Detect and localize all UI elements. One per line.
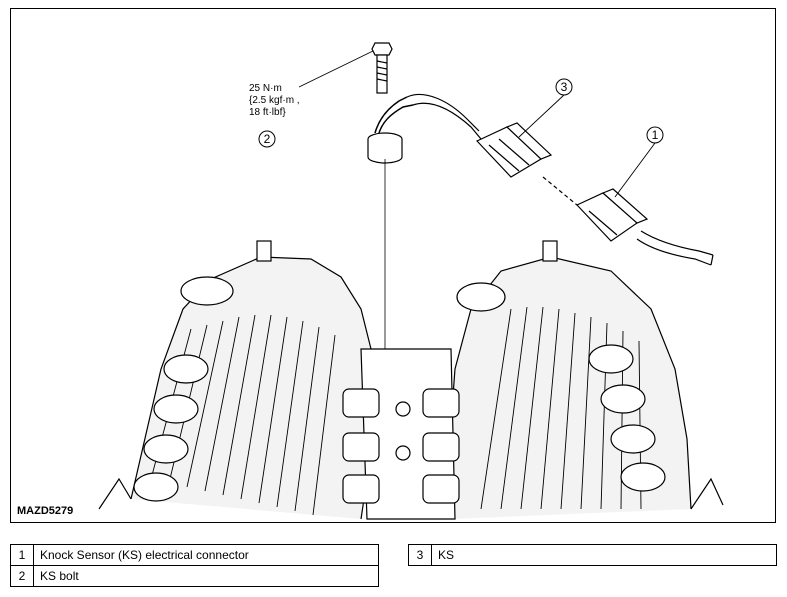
legend-row: 1 Knock Sensor (KS) electrical connector <box>10 544 379 566</box>
callout-3-label: 3 <box>561 80 568 94</box>
torque-ftlbf: 18 ft·lbf} <box>249 107 286 118</box>
torque-kgfm: {2.5 kgf·m , <box>249 95 300 106</box>
callout-2-label: 2 <box>264 132 271 146</box>
legend-table-right: 3 KS <box>408 544 777 566</box>
callout-1-label: 1 <box>652 128 659 142</box>
legend-number: 1 <box>10 544 34 566</box>
ks-bolt <box>371 42 393 94</box>
legend-label: KS bolt <box>33 565 379 587</box>
ks-connector-male <box>475 122 553 178</box>
figure-code: MAZD5279 <box>17 505 74 517</box>
legend-number: 3 <box>408 544 432 566</box>
legend-table-left: 1 Knock Sensor (KS) electrical connector… <box>10 544 379 587</box>
legend-label: KS <box>431 544 777 566</box>
callout-3-circle <box>555 78 573 96</box>
engine-illustration: 2 3 1 <box>98 42 724 520</box>
torque-nm: 25 N·m <box>249 83 282 94</box>
knock-sensor <box>367 93 482 164</box>
legend-label: Knock Sensor (KS) electrical connector <box>33 544 379 566</box>
callout-2-circle <box>258 130 276 148</box>
legend-row: 3 KS <box>408 544 777 566</box>
legend-row: 2 KS bolt <box>10 565 379 587</box>
engine-diagram: 2 3 1 <box>10 8 776 523</box>
callout-1-circle <box>646 126 664 144</box>
legend-number: 2 <box>10 565 34 587</box>
torque-spec: 25 N·m {2.5 kgf·m , 18 ft·lbf} <box>249 83 300 119</box>
ks-electrical-connector <box>575 188 714 266</box>
engine-block <box>98 240 724 520</box>
